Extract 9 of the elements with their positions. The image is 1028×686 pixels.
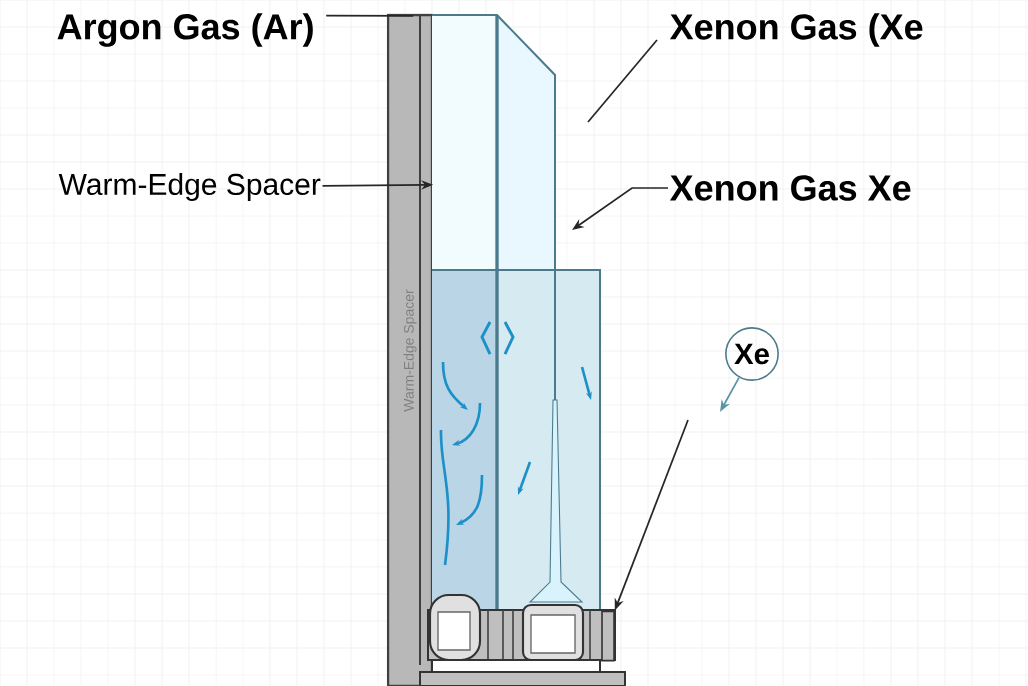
spacer-block <box>601 610 615 662</box>
callout-label: Xenon Gas (Xe <box>669 13 923 47</box>
circled-label: Xe <box>725 327 779 381</box>
spacer-frame: Warm-Edge Spacer <box>386 13 434 686</box>
leader-line <box>325 14 415 17</box>
leader-line <box>587 39 658 123</box>
callout-label: Warm-Edge Spacer <box>58 173 321 201</box>
callout-label: Xenon Gas Xe <box>669 175 911 201</box>
callout-label: Argon Gas (Ar) <box>57 13 313 47</box>
